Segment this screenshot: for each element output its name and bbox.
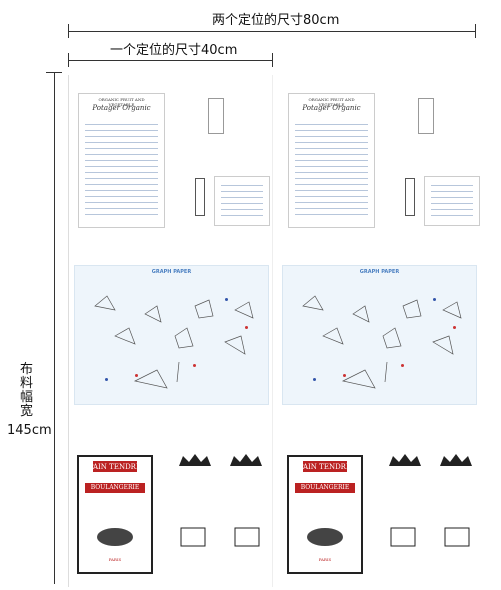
width-40cm-label: 一个定位的尺寸40cm [110, 43, 238, 58]
invoice-brand-left: Potager Organic [92, 104, 151, 112]
label-emblem-right-2 [444, 527, 470, 547]
width-40cm-line [68, 60, 273, 61]
width-40cm-left-tick [68, 53, 69, 67]
bread-illustration-right [307, 528, 343, 546]
invoice-brand-right: Potager Organic [302, 104, 361, 112]
receipt-right [424, 176, 480, 226]
width-80cm-right-tick [475, 24, 476, 38]
pain-tendre-right: PAIN TENDRE [298, 463, 352, 471]
vertical-stamp-left [195, 178, 205, 216]
height-value: 145cm [7, 423, 52, 438]
height-label-char-4: 宽 [20, 404, 34, 419]
repeat-divider [272, 75, 273, 587]
width-80cm-left-tick [68, 24, 69, 38]
crown-emblem-left-1 [179, 454, 211, 466]
width-40cm-right-tick [272, 53, 273, 67]
label-emblem-right-1 [390, 527, 416, 547]
graph-paper-right: GRAPH PAPER [282, 265, 477, 405]
price-tag-right [418, 98, 434, 134]
height-145cm-line [54, 72, 55, 584]
invoice-header-right: ORGANIC FRUIT AND VEGETABLE [308, 97, 355, 107]
width-80cm-line [68, 31, 476, 32]
height-label-char-2: 料 [20, 376, 34, 391]
boulangerie-left: BOULANGERIE PATISSERIE [84, 483, 146, 501]
graph-title-right: GRAPH PAPER [359, 269, 400, 275]
height-label-char-3: 幅 [20, 390, 34, 405]
crown-emblem-right-2 [440, 454, 472, 466]
bakery-city-right: PARIS [318, 557, 332, 562]
origami-figures-left [94, 295, 254, 389]
height-label-char-1: 布 [20, 362, 34, 377]
bakery-card-left: PAIN TENDRE BOULANGERIE PATISSERIE PARIS [77, 455, 153, 574]
height-top-tick [46, 72, 62, 73]
label-emblem-left-2 [234, 527, 260, 547]
receipt-left [214, 176, 270, 226]
label-emblem-left-1 [180, 527, 206, 547]
graph-title-left: GRAPH PAPER [151, 269, 192, 275]
bakery-city-left: PARIS [108, 557, 122, 562]
vertical-stamp-right [405, 178, 415, 216]
pain-tendre-left: PAIN TENDRE [88, 463, 142, 471]
invoice-document-right: ORGANIC FRUIT AND VEGETABLE Potager Orga… [288, 93, 375, 228]
price-tag-left [208, 98, 224, 134]
invoice-header-left: ORGANIC FRUIT AND VEGETABLE [98, 97, 145, 107]
crown-emblem-right-1 [389, 454, 421, 466]
bread-illustration-left [97, 528, 133, 546]
origami-figures-right [302, 295, 462, 389]
graph-paper-left: GRAPH PAPER [74, 265, 269, 405]
invoice-document-left: ORGANIC FRUIT AND VEGETABLE Potager Orga… [78, 93, 165, 228]
width-80cm-label: 两个定位的尺寸80cm [212, 13, 340, 28]
bakery-card-right: PAIN TENDRE BOULANGERIE PATISSERIE PARIS [287, 455, 363, 574]
crown-emblem-left-2 [230, 454, 262, 466]
boulangerie-right: BOULANGERIE PATISSERIE [294, 483, 356, 501]
